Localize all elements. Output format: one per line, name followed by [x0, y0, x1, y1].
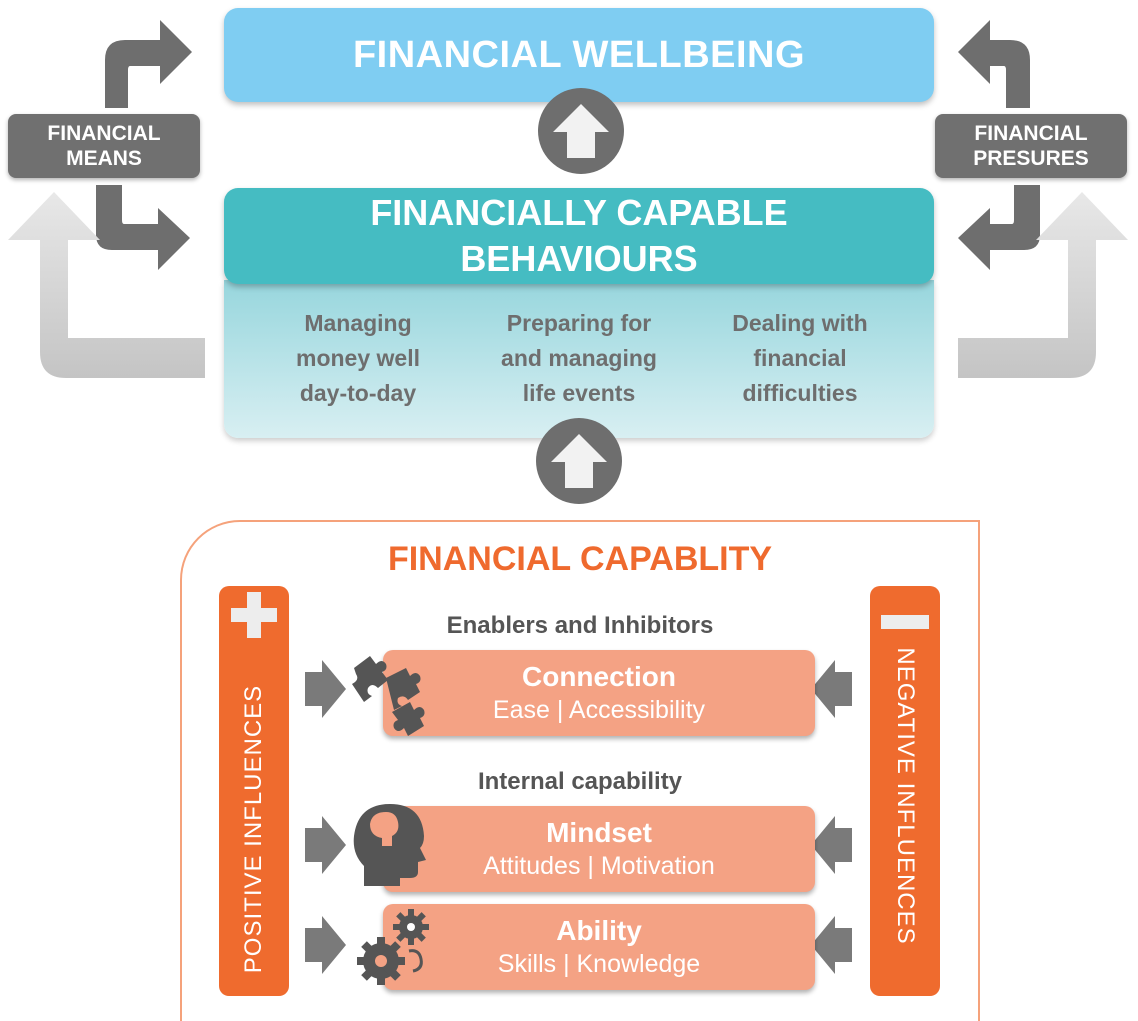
behaviour-line: money well	[296, 345, 420, 371]
left-arrow-icon	[811, 916, 852, 974]
behaviour-line: day-to-day	[299, 380, 417, 406]
behaviour-difficulties: Dealing with financial difficulties	[690, 306, 910, 411]
right-arrow-icon	[305, 660, 346, 718]
enablers-label: Enablers and Inhibitors	[446, 612, 714, 639]
arrow-means-to-wellbeing	[105, 20, 192, 108]
ability-subtitle: Skills | Knowledge	[497, 950, 701, 978]
behaviours-title-line1: FINANCIALLY CAPABLE	[370, 192, 788, 233]
wellbeing-label: FINANCIAL WELLBEING	[352, 33, 806, 76]
pressures-line1: FINANCIAL	[974, 122, 1088, 145]
financial-wellbeing-bar: FINANCIAL WELLBEING	[224, 8, 934, 102]
head-icon	[353, 804, 426, 886]
behaviour-line: Managing	[304, 310, 412, 336]
gears-icon	[357, 909, 429, 985]
connection-title: Connection	[522, 661, 676, 692]
up-arrow-icon	[538, 88, 624, 174]
right-arrow-icon	[305, 916, 346, 974]
left-arrow-icon	[811, 660, 852, 718]
up-arrow-icon	[536, 418, 622, 504]
behaviour-line: difficulties	[742, 380, 858, 406]
arrow-pressures-to-behaviours	[958, 185, 1040, 270]
negative-influences-bar: NEGATIVE INFLUENCES	[870, 586, 940, 996]
financial-pressures-box: FINANCIAL PRESURES	[935, 114, 1127, 178]
behaviours-panel	[224, 280, 934, 438]
behaviour-life-events: Preparing for and managing life events	[469, 306, 689, 411]
right-arrow-icon	[305, 816, 346, 874]
means-line1: FINANCIAL	[47, 122, 161, 145]
behaviour-line: Preparing for	[506, 310, 652, 336]
ability-title: Ability	[556, 915, 642, 946]
mindset-title: Mindset	[546, 817, 652, 848]
behaviours-title-line2: BEHAVIOURS	[460, 238, 698, 279]
means-line2: MEANS	[66, 147, 142, 170]
internal-capability-label: Internal capability	[477, 768, 683, 795]
plus-icon	[231, 592, 277, 638]
left-arrow-icon	[811, 816, 852, 874]
financial-means-box: FINANCIAL MEANS	[8, 114, 200, 178]
capability-frame	[180, 520, 980, 1021]
behaviour-line: financial	[753, 345, 847, 371]
puzzle-icon	[352, 656, 425, 736]
connection-box: Connection Ease | Accessibility	[383, 650, 815, 736]
behaviour-line: life events	[522, 380, 636, 406]
arrow-pressures-to-wellbeing	[958, 20, 1030, 108]
arrow-means-to-behaviours	[96, 185, 190, 270]
ability-box: Ability Skills | Knowledge	[383, 904, 815, 990]
behaviour-line: Dealing with	[732, 310, 868, 336]
behaviour-line: and managing	[501, 345, 657, 371]
connection-subtitle: Ease | Accessibility	[492, 696, 706, 724]
capability-title: FINANCIAL CAPABLITY	[387, 540, 773, 578]
mindset-box: Mindset Attitudes | Motivation	[383, 806, 815, 892]
behaviour-day-to-day: Managing money well day-to-day	[248, 306, 468, 411]
feedback-arrow-right	[958, 192, 1128, 378]
feedback-arrow-left	[8, 192, 205, 378]
pressures-line2: PRESURES	[973, 147, 1089, 170]
positive-influences-bar: POSITIVE INFLUENCES	[219, 586, 289, 996]
minus-icon	[881, 615, 929, 629]
behaviours-title-bar: FINANCIALLY CAPABLE BEHAVIOURS	[224, 188, 934, 284]
mindset-subtitle: Attitudes | Motivation	[483, 852, 715, 880]
